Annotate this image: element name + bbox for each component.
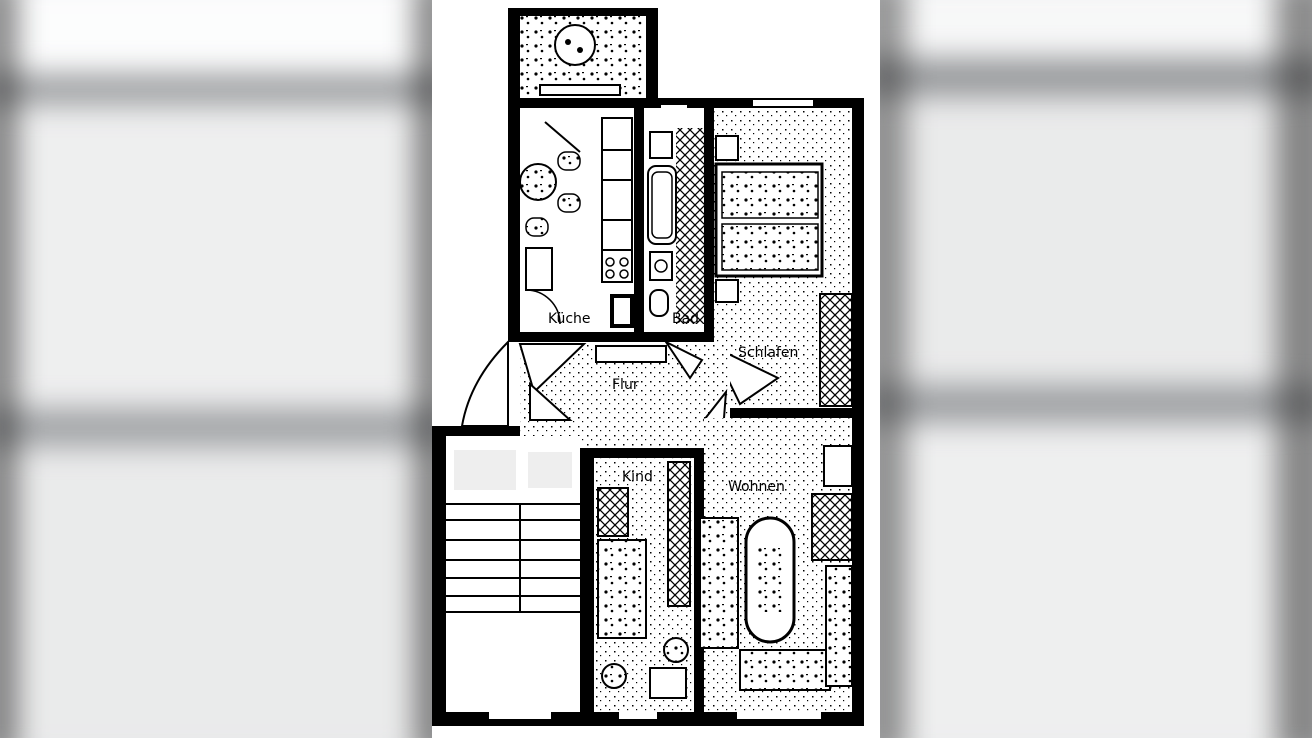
blurred-background-right [880, 0, 1312, 738]
child-room: Kind [594, 458, 694, 712]
living-label: Wohnen [728, 479, 785, 495]
living-room: Wohnen [699, 418, 853, 712]
bedroom-label: Schlafen [738, 345, 798, 361]
kitchen-label: Küche [548, 311, 591, 327]
child-label: Kind [622, 469, 653, 485]
shaft [610, 294, 634, 328]
bath-room: Bad [644, 108, 704, 332]
hall-room: Flur [518, 339, 730, 448]
staircase [446, 436, 580, 712]
bedroom-room: Schlafen [709, 108, 853, 408]
bath-label: Bad [672, 311, 699, 327]
blurred-background-left [0, 0, 432, 738]
entrance-door [460, 339, 509, 427]
kitchen-room: Küche [519, 108, 634, 332]
hall-label: Flur [612, 377, 639, 393]
balcony [520, 16, 646, 98]
